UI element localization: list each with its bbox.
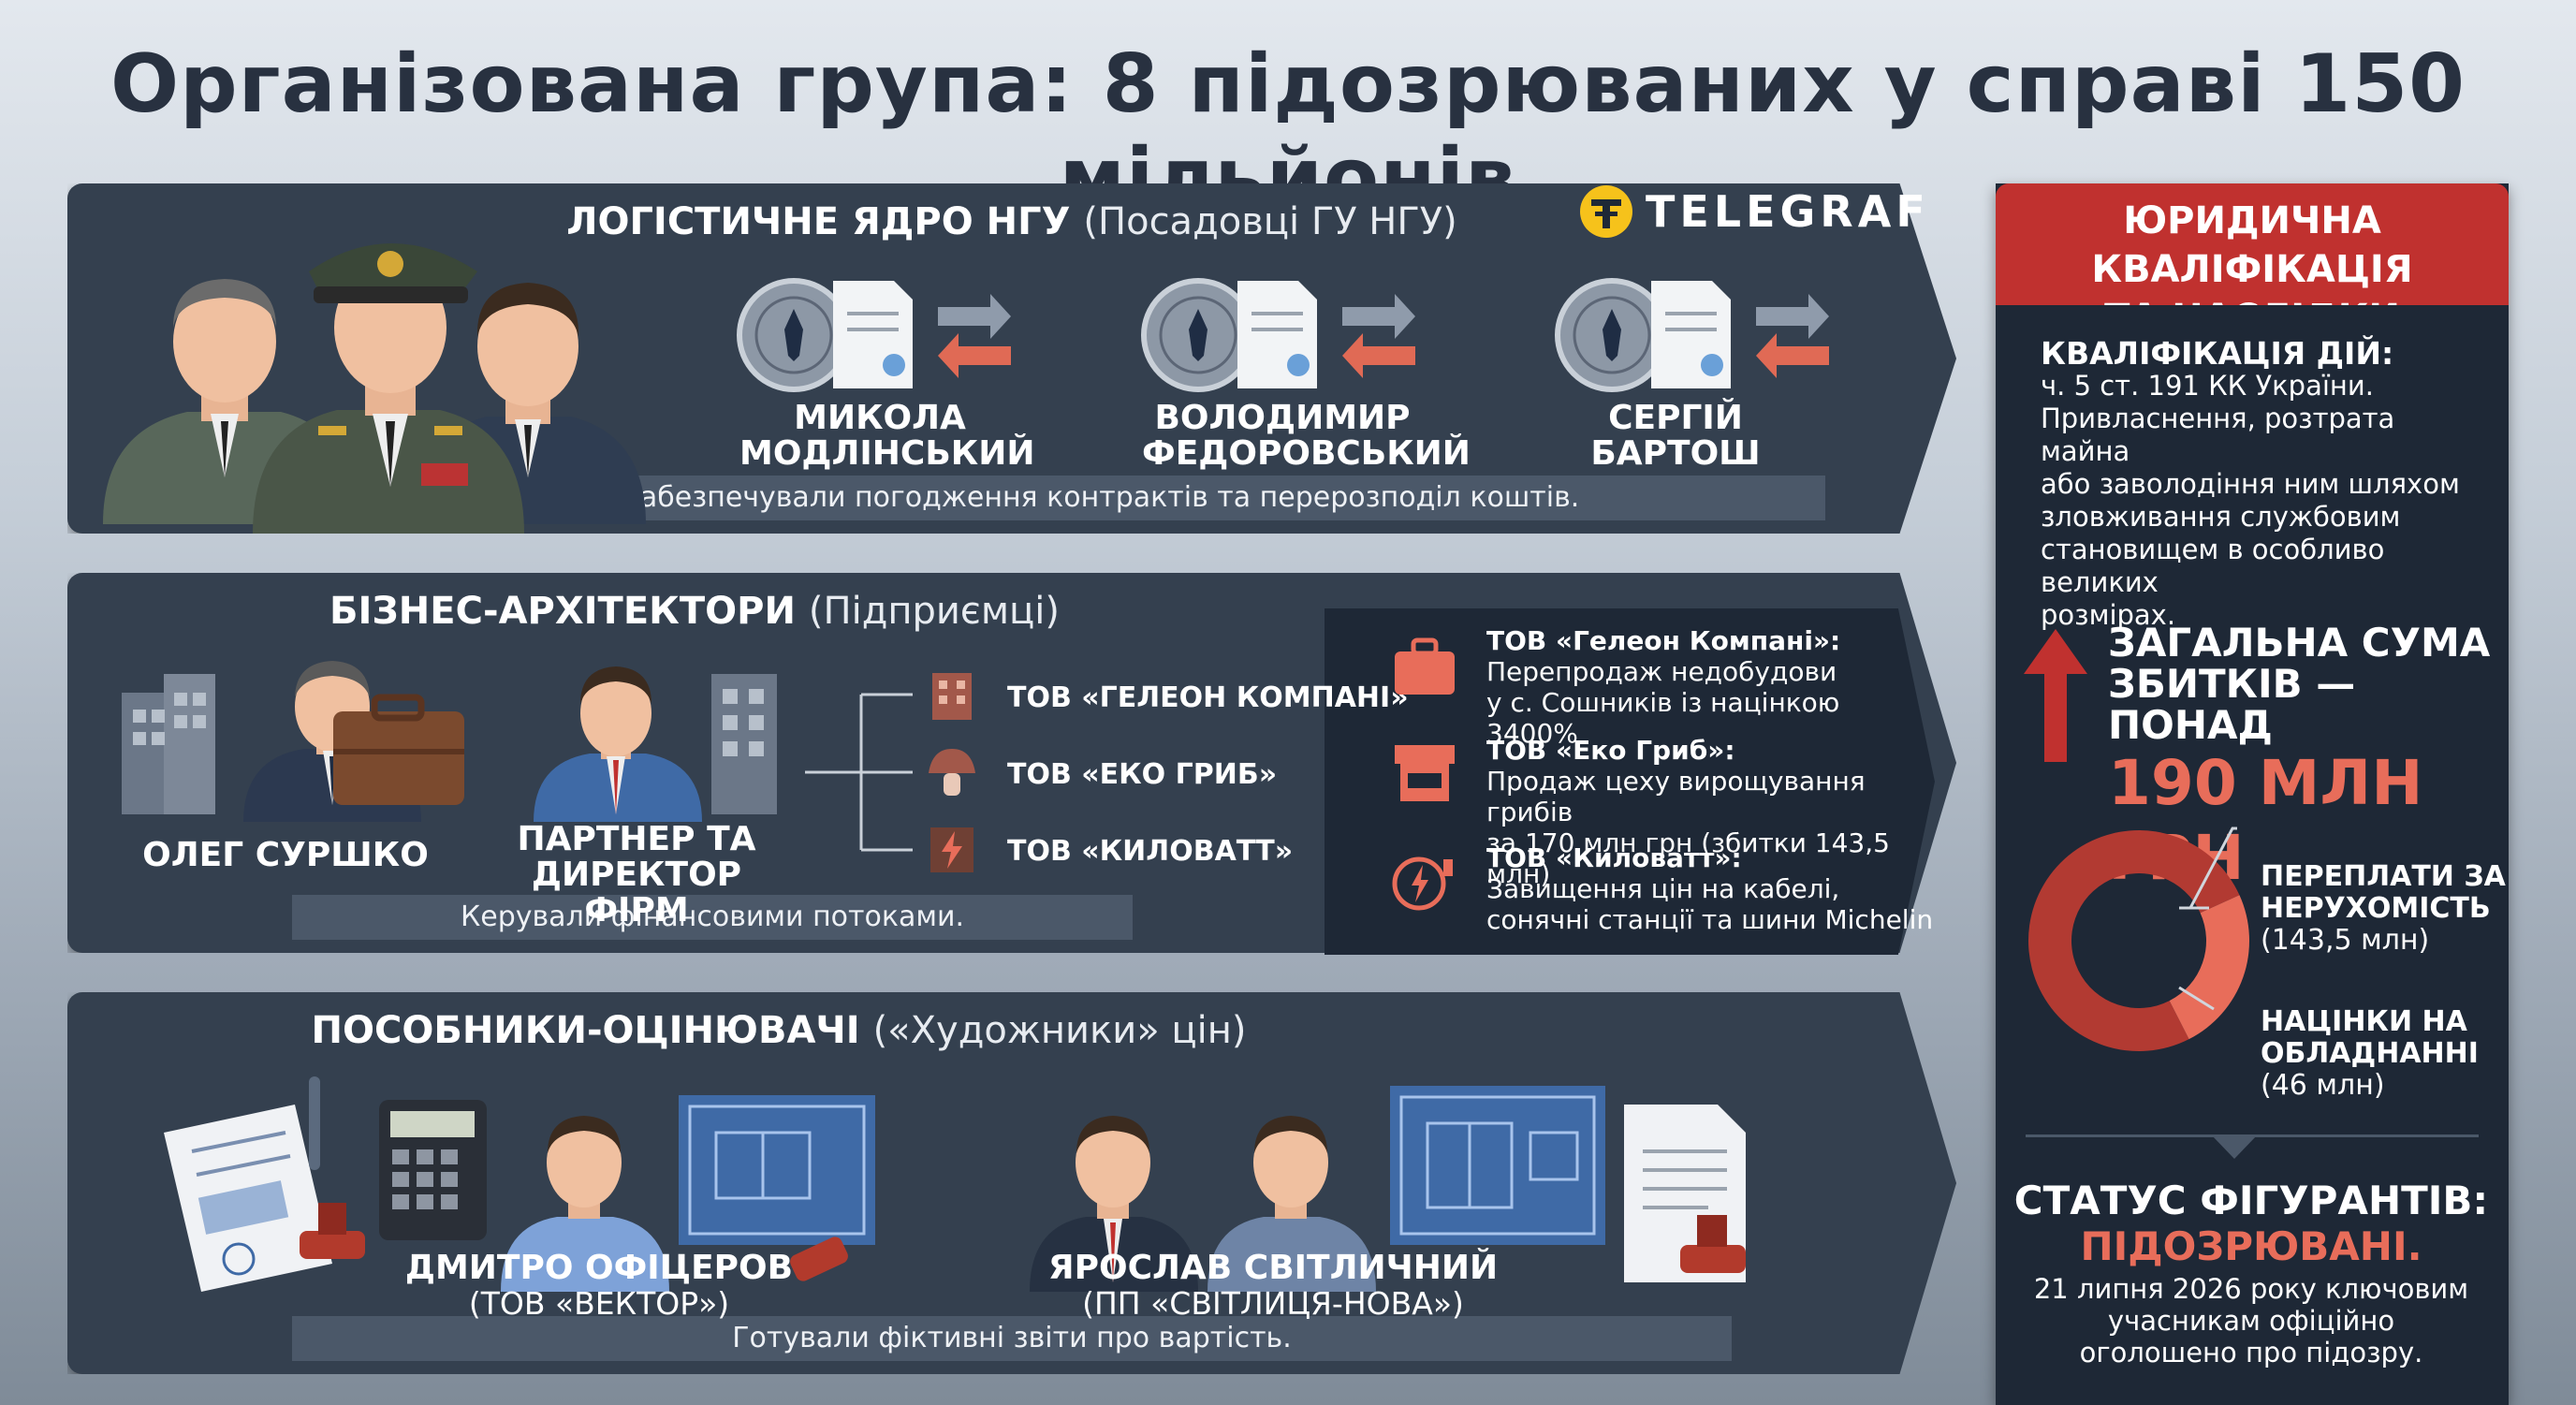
person-olegh-surshko: ОЛЕГ СУРШКО: [142, 836, 429, 874]
band-title: БІЗНЕС-АРХІТЕКТОРИ (Підприємці): [329, 590, 1060, 633]
seal-document-icon: [1555, 278, 1829, 392]
band-footer: Готували фіктивні звіти про вартість.: [292, 1316, 1732, 1361]
legal-panel-header: ЮРИДИЧНА КВАЛІФІКАЦІЯ ТА НАСЛІДКИ: [1996, 183, 2509, 305]
seal-document-icon: [737, 278, 1011, 392]
detail-kilovatt: ТОВ «Киловатт»: Завищення цін на кабелі,…: [1486, 842, 1934, 935]
page-title: Організована група: 8 підозрюваних у спр…: [110, 37, 2466, 225]
band-title: ПОСОБНИКИ-ОЦІНЮВАЧІ («Художники» цін): [311, 1009, 1247, 1052]
legal-qualification-panel: [1996, 183, 2509, 1405]
donut-leader-lines: [2188, 827, 2237, 909]
detail-geleon: ТОВ «Гелеон Компані»: Перепродаж недобуд…: [1486, 625, 1841, 749]
chevron-down-icon: [2211, 1134, 2258, 1159]
band-title: ЛОГІСТИЧНЕ ЯДРО НГУ (Посадовці ГУ НГУ): [566, 200, 1457, 243]
qualification-block: КВАЛІФІКАЦІЯ ДІЙ: ч. 5 ст. 191 КК Україн…: [2041, 335, 2460, 631]
arrow-up-icon: [2024, 629, 2087, 762]
loss-donut-chart: [2028, 830, 2249, 1051]
person-dmytro-ofitserov: ДМИТРО ОФІЦЕРОВ (ТОВ «ВЕКТОР»): [404, 1249, 794, 1322]
telegraf-logo: TELEGRAF: [1578, 183, 1930, 240]
donut-slice-equipment: [2169, 895, 2249, 1040]
shop-icon: [1395, 745, 1455, 801]
donut-label-real-estate: ПЕРЕПЛАТИ ЗА НЕРУХОМІСТЬ (143,5 млн): [2261, 860, 2506, 957]
person-partner-director: ПАРТНЕР ТА ДИРЕКТОР ФІРМ: [517, 820, 756, 929]
donut-label-equipment: НАЦІНКИ НА ОБЛАДНАННІ (46 млн): [2261, 1005, 2479, 1102]
telegraf-logo-icon: [1580, 185, 1632, 238]
building-icon: [932, 673, 972, 720]
mushroom-icon: [929, 749, 975, 796]
band-footer: Керували фінансовими потоками.: [292, 895, 1133, 940]
officers-illustration: [103, 243, 646, 534]
connector-lines: [805, 693, 913, 852]
company-kilovatt: ТОВ «КИЛОВАТТ»: [1007, 835, 1294, 868]
entrepreneurs-illustration: [122, 661, 777, 822]
detail-eko-hryb: ТОВ «Еко Гриб»: Продаж цеху вирощування …: [1486, 735, 1890, 889]
appraiser-1-illustration: [164, 1076, 875, 1292]
company-geleon: ТОВ «ГЕЛЕОН КОМПАНІ»: [1007, 681, 1409, 714]
cable-plug-icon: [1392, 856, 1453, 911]
officer-name-fedorovsky: ВОЛОДИМИР ФЕДОРОВСЬКИЙ: [1142, 399, 1471, 473]
donut-slice-real-estate: [2028, 830, 2240, 1051]
power-icon: [930, 827, 973, 872]
officer-name-modlinsky: МИКОЛА МОДЛІНСЬКИЙ: [739, 399, 1035, 473]
seal-document-icon: [1141, 278, 1415, 392]
person-yaroslav-svitlychnyi: ЯРОСЛАВ СВІТЛИЧНИЙ (ПП «СВІТЛИЦЯ-НОВА»): [1047, 1249, 1499, 1322]
briefcase-icon: [1395, 637, 1455, 695]
appraiser-2-illustration: [1030, 1086, 1746, 1292]
status-block: СТАТУС ФІГУРАНТІВ: ПІДОЗРЮВАНІ. 21 липня…: [2013, 1178, 2489, 1368]
company-eko-hryb: ТОВ «ЕКО ГРИБ»: [1007, 758, 1278, 791]
officer-name-bartosh: СЕРГІЙ БАРТОШ: [1590, 399, 1761, 473]
